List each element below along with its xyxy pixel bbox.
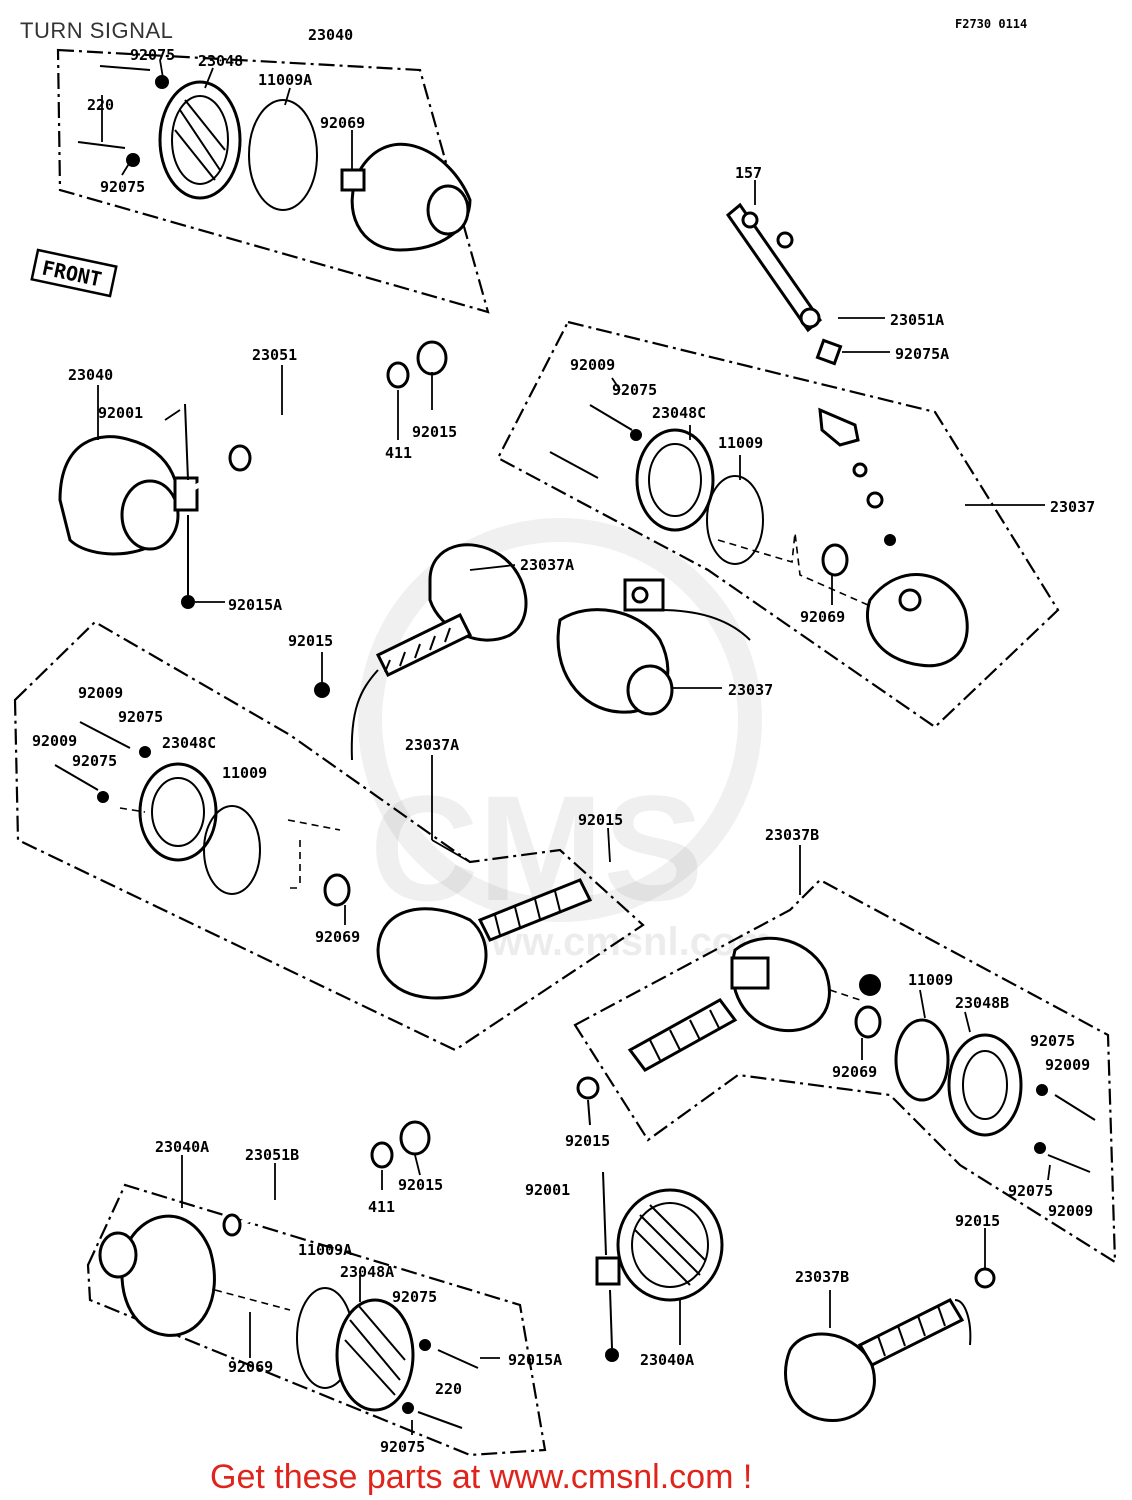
part-label: 92075 [380,1438,425,1456]
part-label: 23051 [252,346,297,364]
part-label: 411 [385,444,412,462]
part-label: 92075 [1008,1182,1053,1200]
group-left-lower-signal [13,620,645,1052]
part-label: 23037B [765,826,819,844]
part-label: 11009 [908,971,953,989]
part-label: 92009 [78,684,123,702]
part-label: 23048C [652,404,706,422]
part-label: 92009 [32,732,77,750]
group-right-upper-signal [496,320,1060,729]
part-label: 220 [435,1380,462,1398]
part-label: 92075 [130,46,175,64]
part-label: 157 [735,164,762,182]
signal-23037A-upper [314,543,528,761]
part-label: 92075 [1030,1032,1075,1050]
part-label: 23037 [1050,498,1095,516]
part-label: 23048 [198,52,243,70]
part-label: 92009 [570,356,615,374]
part-label: 11009 [718,434,763,452]
part-label: 92075 [392,1288,437,1306]
part-label: 92069 [228,1358,273,1376]
part-label: 92015 [955,1212,1000,1230]
part-labels: 23040 92075 23048 11009A 220 92069 92075… [32,26,1095,1456]
group-right-lower-signal [573,878,1117,1265]
part-label: 92009 [1045,1056,1090,1074]
group-bottom-left-signal [86,1120,547,1457]
part-label: 23037B [795,1268,849,1286]
part-label: 23048A [340,1263,394,1281]
part-label: 92075 [100,178,145,196]
part-label: 23048C [162,734,216,752]
part-label: 23037A [405,736,459,754]
part-label: 92075A [895,345,949,363]
part-label: 220 [87,96,114,114]
part-label: 92015 [565,1132,610,1150]
part-label: 23037 [728,681,773,699]
part-label: 11009A [298,1241,352,1259]
signal-23037-middle [556,578,751,716]
part-label: 92069 [800,608,845,626]
part-label: 23040A [155,1138,209,1156]
part-label: 92009 [1048,1202,1093,1220]
part-label: 92015A [228,596,282,614]
part-label: 92001 [525,1181,570,1199]
bracket-157-assembly [725,202,843,366]
part-label: 92015 [398,1176,443,1194]
part-label: 92015 [578,811,623,829]
signal-23037B-bottom [784,1267,996,1423]
part-label: 411 [368,1198,395,1216]
part-label: 92075 [118,708,163,726]
part-label: 92075 [612,381,657,399]
diagram-ref-code: F2730 0114 [955,17,1027,31]
part-label: 92069 [832,1063,877,1081]
part-label: 92069 [320,114,365,132]
page-title: TURN SIGNAL [20,18,173,43]
group-top-left-signal [56,48,490,314]
left-signal-23040 [58,340,448,609]
part-label: 92015 [412,423,457,441]
signal-23040A-right [595,1171,724,1362]
get-parts-link[interactable]: Get these parts at www.cmsnl.com ! [210,1458,752,1496]
part-label: 23051A [890,311,944,329]
leader-lines [97,59,1051,1435]
front-direction-marker: FRONT [30,248,118,298]
part-label: 11009A [258,71,312,89]
part-label: 92015A [508,1351,562,1369]
part-label: 23040 [308,26,353,44]
part-label: 23048B [955,994,1009,1012]
part-label: 23051B [245,1146,299,1164]
part-label: 92069 [315,928,360,946]
part-label: 92015 [288,632,333,650]
part-label: 92075 [72,752,117,770]
part-label: 11009 [222,764,267,782]
part-label: 92001 [98,404,143,422]
part-label: 23040A [640,1351,694,1369]
part-label: 23037A [520,556,574,574]
part-label: 23040 [68,366,113,384]
